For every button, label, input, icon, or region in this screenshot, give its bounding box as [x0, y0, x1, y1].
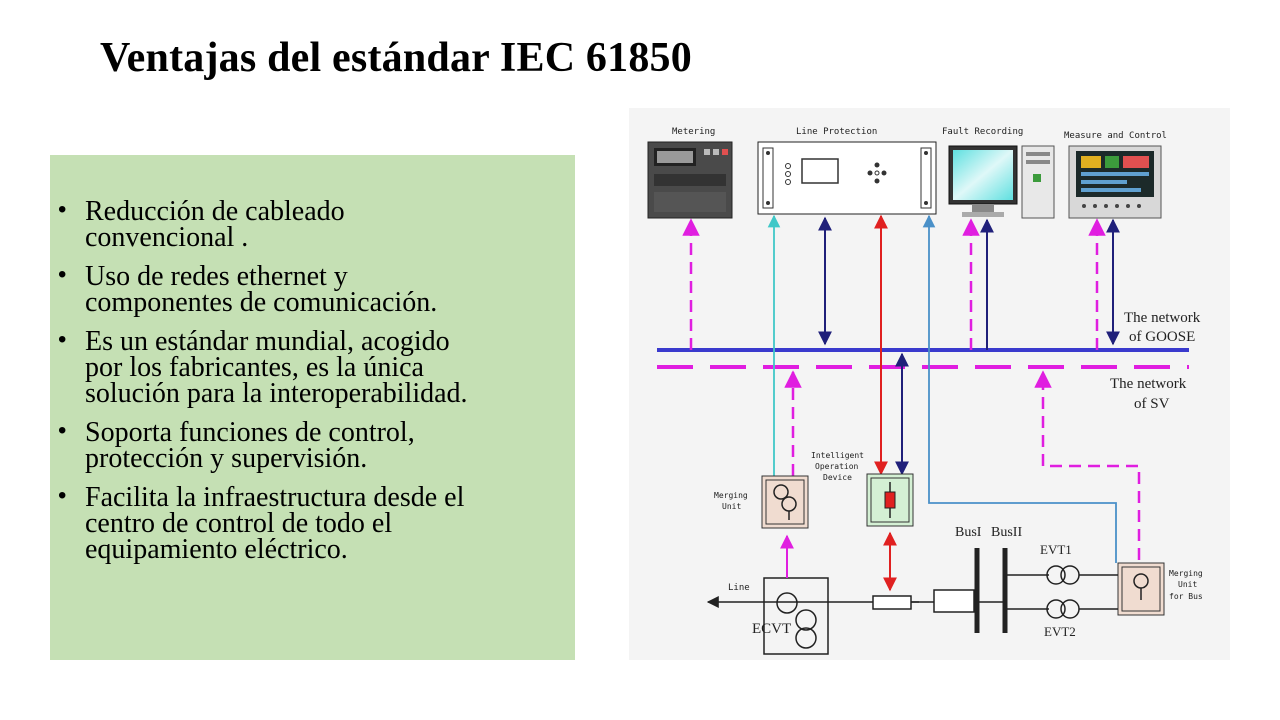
bus-mu-label-line1: Merging [1169, 569, 1203, 578]
line-label: Line [728, 583, 750, 593]
goose-network-label-line1: The network [1124, 310, 1201, 326]
iod-label-line3: Device [823, 473, 852, 482]
disconnector-icon [933, 589, 975, 613]
line-protection-label: Line Protection [796, 127, 877, 137]
bullet-line: Uso de redes ethernet y [85, 261, 348, 293]
bullet-line: protección y supervisión. [85, 443, 368, 475]
bullet-line: centro de control de todo el [85, 508, 393, 540]
bullet-item: • Soporta funciones de control,protección… [50, 417, 575, 475]
fault-recording-computer-icon [948, 145, 1055, 219]
evt2-label: EVT2 [1044, 624, 1076, 639]
measure-control-label: Measure and Control [1064, 131, 1167, 141]
merging-unit-icon [761, 475, 809, 529]
fault-recording-label: Fault Recording [942, 127, 1023, 137]
iec61850-network-diagram: Metering Line Protection Fault Recording… [629, 108, 1230, 660]
line-protection-device-icon [757, 141, 937, 215]
sv-network-label-line2: of SV [1134, 396, 1170, 412]
bus-i-label: BusI [955, 525, 982, 540]
sv-network-label-line1: The network [1110, 376, 1187, 392]
intelligent-operation-device-icon [866, 473, 914, 527]
bullet-line: componentes de comunicación. [85, 287, 438, 319]
bullet-line: por los fabricantes, es la única [85, 352, 424, 384]
metering-device-icon [647, 141, 733, 219]
bullet-line: solución para la interoperabilidad. [85, 378, 468, 410]
bus-mu-sv-link [1034, 370, 1141, 560]
bullet-dot-icon: • [58, 261, 67, 289]
bullet-dot-icon: • [58, 482, 67, 510]
iod-label-line2: Operation [815, 462, 859, 471]
bus-mu-to-protection-link [922, 214, 1117, 563]
slide-title: Ventajas del estándar IEC 61850 [100, 35, 692, 81]
breaker-icon [872, 595, 912, 610]
merging-unit-label-line2: Unit [722, 502, 741, 511]
diagram-svg: Metering Line Protection Fault Recording… [647, 127, 1203, 655]
bullet-line: Es un estándar mundial, acogido [85, 326, 450, 358]
bullet-line: convencional . [85, 222, 249, 254]
bullet-dot-icon: • [58, 417, 67, 445]
bullet-line: Facilita la infraestructura desde el [85, 482, 465, 514]
bullet-line: equipamiento eléctrico. [85, 534, 348, 566]
goose-network-label-line2: of GOOSE [1129, 329, 1195, 345]
bus-mu-label-line2: Unit [1178, 580, 1197, 589]
measure-control-screen-icon [1068, 145, 1162, 219]
metering-label: Metering [672, 127, 715, 137]
bus-merging-unit-icon [1117, 562, 1165, 616]
evt1-transformer-icon [1046, 565, 1080, 585]
ecvt-icon [763, 577, 829, 655]
evt2-transformer-icon [1046, 599, 1080, 619]
bullet-line: Soporta funciones de control, [85, 417, 415, 449]
bus-ii-label: BusII [991, 525, 1022, 540]
bullet-dot-icon: • [58, 196, 67, 223]
merging-unit-label-line1: Merging [714, 491, 748, 500]
iod-label-line1: Intelligent [811, 451, 864, 460]
ecvt-label: ECVT [752, 621, 791, 637]
bus-mu-label-line3: for Bus [1169, 592, 1203, 601]
bullet-dot-icon: • [58, 326, 67, 354]
bullet-line: Reducción de cableado [85, 196, 345, 227]
evt1-label: EVT1 [1040, 542, 1072, 557]
